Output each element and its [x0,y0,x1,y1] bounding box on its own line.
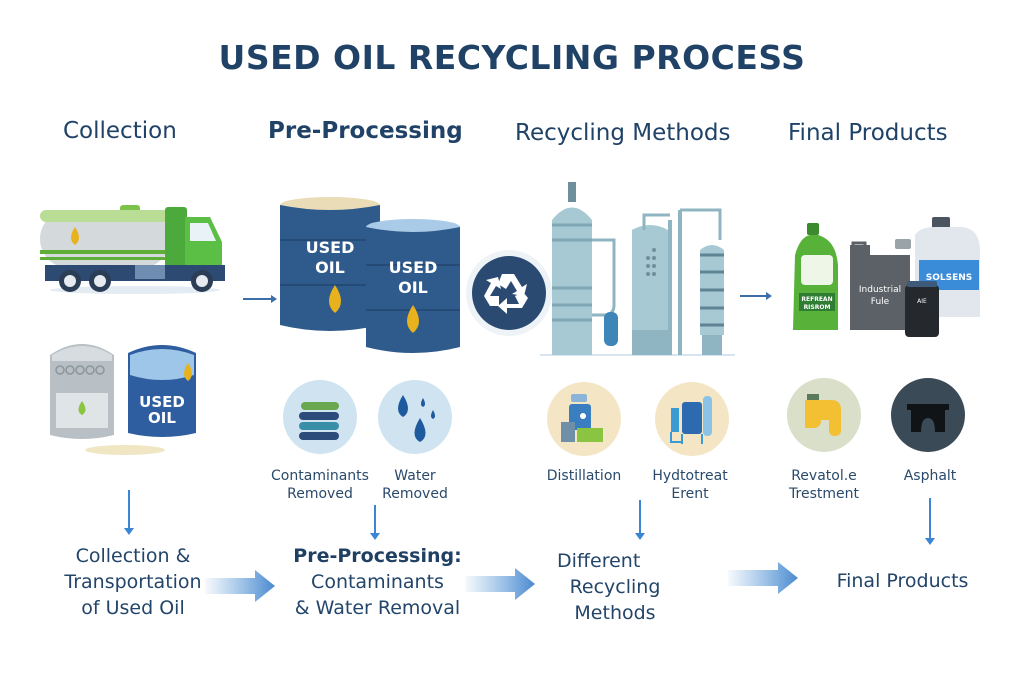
heading-final-products: Final Products [788,120,948,146]
green-bottle-label-line1: REFREAN [801,296,832,303]
white-jug-label: SOLSENS [926,273,973,283]
heading-recycling-methods: Recycling Methods [515,120,731,146]
distillation-label: Distillation [546,468,622,484]
asphalt-icon [891,378,965,452]
collection-barrel-label-line2: OIL [148,409,176,427]
water-removed-icon [378,380,452,454]
hydrotreater-icon [655,382,729,456]
diagram-title: USED OIL RECYCLING PROCESS [218,38,806,77]
tanker-truck-illustration [35,195,235,295]
revatole-treatment-label: Revatol.e Trestment [789,468,859,502]
down-arrow-collection [124,490,134,535]
barrel-2-label-line2: OIL [398,278,428,297]
refinery-towers-illustration [540,180,740,360]
gray-jug-label-line2: Fule [871,297,890,307]
barrel-1-label-line2: OIL [315,258,345,277]
used-oil-barrels-illustration: USED OIL USED OIL [280,195,465,360]
final-products-containers-illustration: SOLSENS Industrial Fule REFREAN RISROM A… [785,215,985,345]
bottom-step-pre-processing: Pre-Processing: Contaminants & Water Rem… [293,545,462,619]
bottom-step-final-products: Final Products [836,570,969,592]
black-container-label: AIE [917,298,927,305]
heading-pre-processing: Pre-Processing [268,118,463,144]
recycle-icon [472,256,546,330]
green-bottle-label-line2: RISROM [804,304,831,311]
barrel-2-label-line1: USED [389,258,438,277]
water-removed-label: Water Removed [382,468,448,502]
down-arrow-final-products [925,498,935,545]
collection-barrel-label-line1: USED [139,393,185,411]
flow-arrow-to-pre-processing [243,295,277,303]
down-arrow-pre-processing [370,505,380,540]
flow-arrow-to-final-products [740,292,772,300]
collection-barrels-illustration: USED OIL [50,335,220,460]
gray-jug-label-line1: Industrial [859,285,901,295]
bottom-step-collection: Collection & Transportation of Used Oil [64,545,202,619]
barrel-1-label-line1: USED [306,238,355,257]
big-arrow-3 [728,562,798,594]
bottom-step-recycling-methods: Different Recycling Methods [557,550,661,624]
oil-can-icon [787,378,861,452]
big-arrow-2 [465,568,535,600]
hydrotreatment-label: Hydtotreat Erent [652,468,728,502]
contaminants-removed-icon [283,380,357,454]
heading-collection: Collection [63,118,177,144]
contaminants-removed-label: Contaminants Removed [271,468,369,502]
distillation-icon [547,382,621,456]
down-arrow-recycling-methods [635,500,645,540]
asphalt-label: Asphalt [903,468,957,484]
big-arrow-1 [205,570,275,602]
